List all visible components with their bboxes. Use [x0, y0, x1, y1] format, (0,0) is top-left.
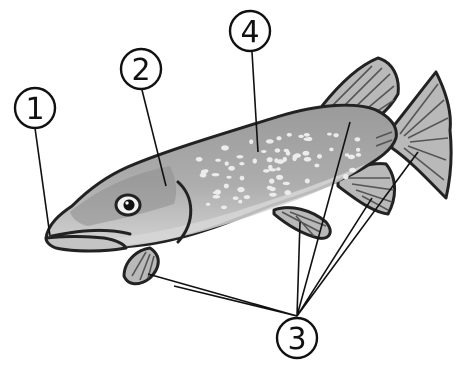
body-spot	[221, 206, 227, 210]
body-spot	[287, 133, 292, 137]
body-spot	[298, 135, 304, 138]
body-spot	[266, 139, 274, 143]
body-spot	[329, 148, 333, 152]
body-spot	[317, 154, 322, 159]
callout-3-label: 3	[287, 322, 306, 357]
body-spot	[215, 189, 221, 194]
body-spot	[356, 148, 360, 152]
body-spot	[327, 133, 332, 136]
body-spot	[283, 182, 290, 185]
body-spot	[238, 200, 242, 204]
tail-fin	[392, 72, 451, 198]
body-spot	[304, 157, 312, 162]
body-spot	[276, 175, 283, 180]
body-spot	[269, 179, 274, 184]
body-spot	[343, 174, 349, 179]
body-spot	[269, 193, 277, 197]
body-spot	[284, 149, 289, 153]
eye	[116, 195, 140, 215]
body-spot	[269, 187, 275, 191]
body-spot	[314, 164, 319, 168]
leader-line-1	[35, 128, 50, 236]
body-spot	[349, 168, 356, 173]
body-spot	[212, 173, 220, 176]
body-spot	[302, 151, 309, 156]
body-spot	[228, 166, 235, 171]
body-spot	[249, 139, 253, 144]
body-spot	[222, 146, 226, 149]
body-spot	[305, 179, 310, 184]
body-spot	[244, 195, 250, 199]
body-spot	[201, 170, 207, 175]
body-spot	[276, 167, 280, 171]
body-spot	[263, 169, 270, 173]
callout-1-label: 1	[25, 92, 44, 127]
pectoral-fin	[124, 248, 158, 284]
body-spot	[239, 162, 244, 165]
body-spot	[240, 176, 245, 181]
body-spot	[236, 155, 243, 158]
body-spot	[269, 168, 277, 171]
body-spot	[213, 195, 221, 199]
body-spot	[277, 159, 285, 164]
body-spot	[348, 155, 355, 160]
callout-2-label: 2	[131, 53, 150, 88]
body-spot	[333, 133, 338, 137]
leader-line-3c	[297, 222, 300, 316]
body-spot	[206, 203, 210, 206]
leader-line-3a	[148, 274, 297, 316]
body-spot	[356, 153, 361, 157]
callout-2: 2	[121, 49, 161, 89]
body-spot	[225, 161, 229, 165]
body-spot	[304, 138, 311, 141]
body-spot	[355, 137, 361, 141]
body-spot	[304, 133, 310, 137]
callout-4-label: 4	[240, 15, 259, 50]
body-spot	[237, 187, 244, 192]
body-spot	[226, 176, 231, 179]
body-spot	[215, 159, 221, 162]
body-spot	[284, 190, 291, 195]
body-spot	[233, 196, 239, 200]
leader-line-3b	[174, 286, 297, 316]
body-spot	[261, 150, 267, 153]
callout-4: 4	[230, 11, 270, 51]
body-spot	[292, 156, 296, 161]
body-spot	[276, 136, 281, 140]
body-spot	[196, 157, 203, 162]
callout-3: 3	[277, 318, 317, 358]
body-spot	[275, 148, 281, 152]
body-spot	[253, 158, 257, 163]
body-spot	[267, 157, 273, 162]
callout-1: 1	[15, 88, 55, 128]
body-spot	[224, 184, 229, 189]
